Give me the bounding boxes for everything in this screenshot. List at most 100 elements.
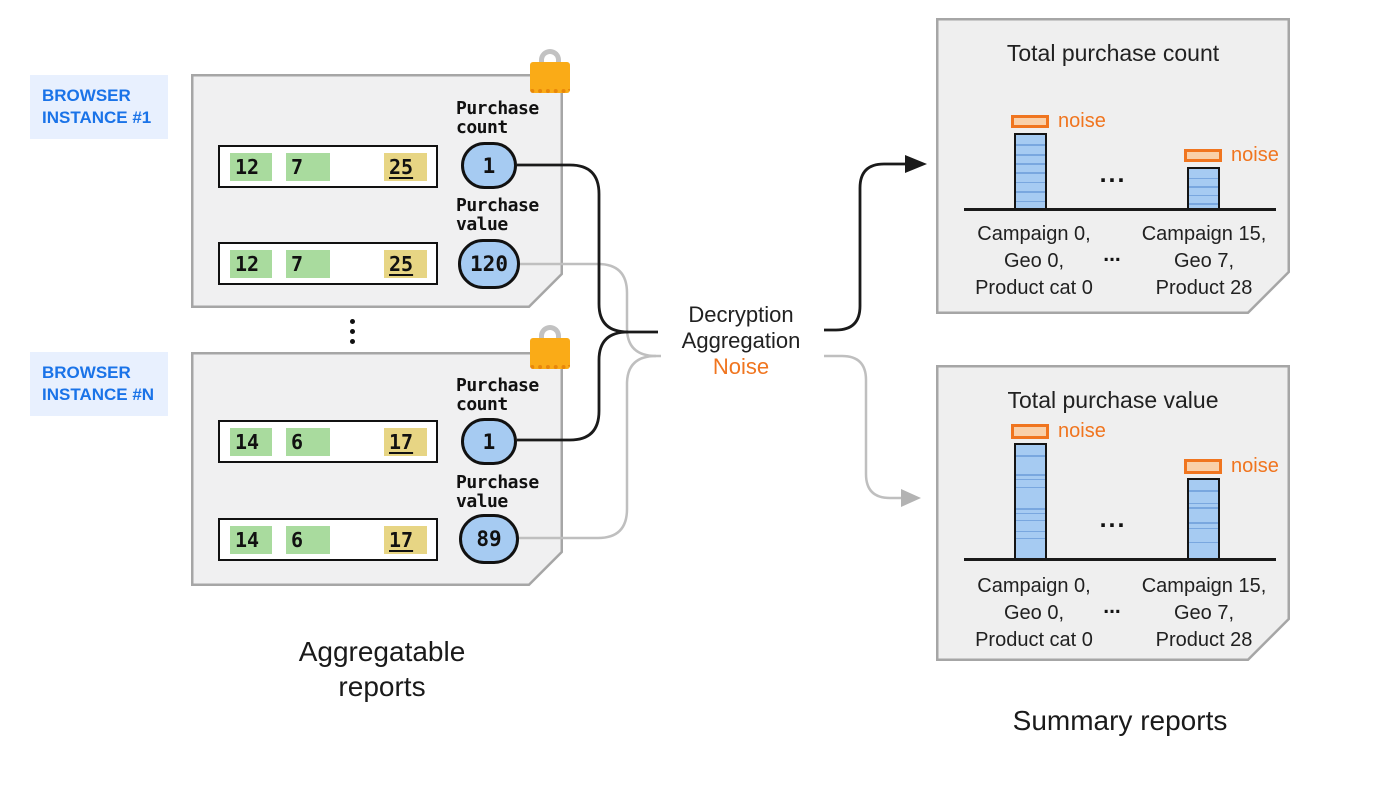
browser-label-line: INSTANCE #N [42,385,155,404]
category-line: Product cat 0 [975,277,1093,299]
category-line: Campaign 15, [1141,223,1267,245]
purchase-value-bubble: 120 [458,239,520,289]
labels-ellipsis: ... [1103,595,1121,618]
bar-stripe [1189,203,1218,205]
bucket-value: 12 [230,249,272,278]
noise-label: noise [1058,110,1106,132]
histogram-row: 14 6 17 [218,420,438,463]
noise-cap-icon [1011,115,1049,128]
bar-stripe [1189,194,1218,197]
purchase-count-label: Purchase count [456,375,539,415]
bar [1014,443,1047,560]
summary-report-doc-value [936,365,1290,661]
summary-reports-caption: Summary reports [1012,705,1228,736]
bar-stripe [1016,455,1045,457]
lock-icon [530,62,570,93]
bucket-value: 7 [286,249,330,278]
category-label: Campaign 15, Geo 7, Product 28 [1124,221,1284,302]
histogram-row: 14 6 17 [218,518,438,561]
bucket-value: 6 [286,427,330,456]
bucket-value: 14 [230,525,272,554]
bar-stripe [1016,486,1045,489]
bucket-value: 12 [230,152,272,181]
browser-label-line: BROWSER [42,86,131,105]
category-line: Campaign 0, [977,575,1091,597]
process-step-decryption: Decryption [688,302,794,327]
x-axis [964,208,1276,211]
histogram-row: 12 7 25 [218,145,438,188]
bar-stripe [1189,502,1218,505]
bar-stripe [1189,522,1218,524]
bar-stripe [1016,163,1045,166]
bar-stripe [1016,153,1045,156]
bar-stripe [1189,541,1218,544]
bar-stripe [1016,478,1045,481]
noise-label: noise [1231,144,1279,166]
bar-stripe [1016,474,1045,476]
lock-icon [530,338,570,369]
purchase-count-label: Purchase count [456,98,539,138]
process-step-noise: Noise [712,354,770,379]
process-step-aggregation: Aggregation [681,328,801,353]
purchase-value-bubble: 89 [459,514,519,564]
noise-cap-icon [1184,459,1222,474]
browser-instance-1-label: BROWSER INSTANCE #1 [30,75,168,139]
category-label: Campaign 15, Geo 7, Product 28 [1124,573,1284,654]
noise-label: noise [1231,455,1279,477]
noise-row: noise [1184,144,1279,167]
bar-stripe [1189,186,1218,188]
bar-stripe [1189,507,1218,509]
vertical-ellipsis-icon [350,319,355,349]
category-line: Geo 7, [1173,602,1235,624]
noise-row: noise [1184,455,1279,478]
purchase-value-label: Purchase value [456,472,539,512]
bucket-value: 14 [230,427,272,456]
category-line: Product 28 [1155,629,1253,651]
category-line: Product cat 0 [975,629,1093,651]
aggregatable-reports-caption: Aggregatable reports [298,636,466,702]
bar-stripe [1016,172,1045,174]
category-line: Product 28 [1155,277,1253,299]
bar-campaign0-value: noise [1011,420,1106,560]
browser-label-line: BROWSER [42,363,131,382]
lock-shackle-icon [539,49,561,69]
category-line: Geo 7, [1173,250,1235,272]
bar-stripe [1016,191,1045,193]
bar-stripe [1189,177,1218,180]
lock-shackle-icon [539,325,561,345]
category-label: Campaign 0, Geo 0, Product cat 0 [954,221,1114,302]
summary-report-doc-count [936,18,1290,314]
bucket-value-highlight: 25 [384,249,427,278]
noise-cap-icon [1184,149,1222,162]
bucket-value-highlight: 17 [384,427,427,456]
bar [1014,133,1047,210]
bar [1187,478,1220,560]
category-line: Campaign 15, [1141,575,1267,597]
bucket-value: 6 [286,525,330,554]
x-axis [964,558,1276,561]
black-arrowhead-icon [905,155,927,173]
labels-ellipsis: ... [1103,243,1121,266]
bar-stripe [1016,530,1045,533]
noise-row: noise [1011,110,1106,133]
category-line: Geo 0, [1003,250,1065,272]
bar-campaign0-count: noise [1011,110,1106,210]
bucket-value-highlight: 17 [384,525,427,554]
bar-stripe [1016,181,1045,184]
browser-label-line: INSTANCE #1 [42,108,152,127]
process-steps: Decryption Aggregation Noise [655,302,827,380]
gray-arrowhead-icon [901,489,921,507]
bar [1187,167,1220,210]
category-label: Campaign 0, Geo 0, Product cat 0 [954,573,1114,654]
bars-ellipsis: ... [1099,160,1127,188]
bar-stripe [1016,508,1045,510]
category-line: Campaign 0, [977,223,1091,245]
noise-row: noise [1011,420,1106,443]
bar-stripe [1016,519,1045,522]
noise-label: noise [1058,420,1106,442]
purchase-value-label: Purchase value [456,195,539,235]
noise-cap-icon [1011,424,1049,439]
histogram-row: 12 7 25 [218,242,438,285]
